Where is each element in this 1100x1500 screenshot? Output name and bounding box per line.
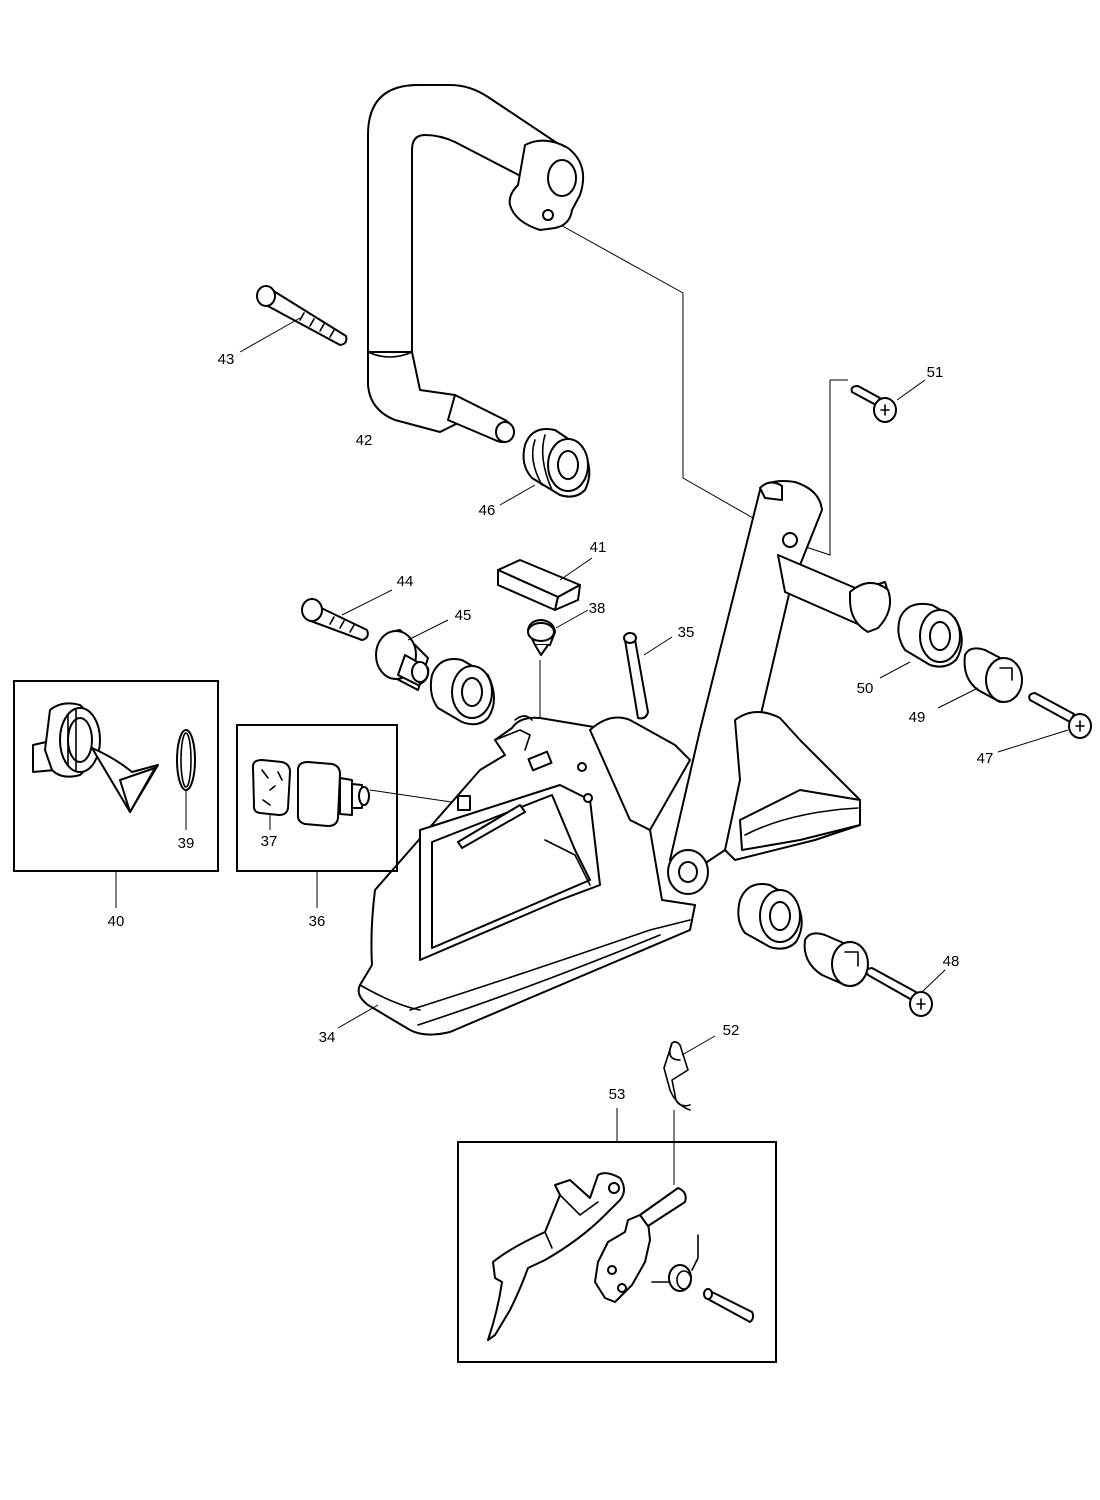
part-number-47: 47 [977, 750, 994, 767]
part-number-49: 49 [909, 709, 926, 726]
part-number-35: 35 [678, 624, 695, 641]
part-number-labels: 34 35 36 37 38 39 40 41 42 43 44 45 46 4… [108, 351, 994, 1103]
damper-46 [499, 428, 591, 506]
part-number-53: 53 [609, 1086, 626, 1103]
part-number-40: 40 [108, 913, 125, 930]
part-number-48: 48 [943, 953, 960, 970]
throttle-trigger [487, 1172, 625, 1341]
tube-35 [623, 632, 673, 720]
part-number-50: 50 [857, 680, 874, 697]
callout-box-36 [236, 724, 398, 908]
part-number-42: 42 [356, 432, 373, 449]
part-number-36: 36 [309, 913, 326, 930]
tank-housing-34 [337, 711, 861, 1036]
sleeve-45 [375, 619, 449, 691]
spring-clip-52 [663, 1035, 716, 1111]
screw-51 [850, 379, 926, 423]
screw-48 [865, 967, 946, 1017]
part-number-52: 52 [723, 1022, 740, 1039]
callout-box-53 [457, 1108, 777, 1363]
washer-49 [937, 647, 1023, 709]
part-number-34: 34 [319, 1029, 336, 1046]
pin [703, 1288, 755, 1323]
bolt-44 [301, 589, 393, 641]
part-number-41: 41 [590, 539, 607, 556]
part-number-38: 38 [589, 600, 606, 617]
bolt-43 [239, 285, 348, 353]
part-number-43: 43 [218, 351, 235, 368]
part-number-39: 39 [178, 835, 195, 852]
damper-left [429, 658, 495, 726]
o-ring-39 [176, 729, 196, 830]
part-number-46: 46 [479, 502, 496, 519]
washer-lower [803, 932, 869, 987]
front-handle-42 [367, 84, 584, 444]
screw-47 [997, 692, 1092, 753]
grommet-38 [527, 609, 589, 656]
damper-lower [737, 883, 803, 950]
part-number-44: 44 [397, 573, 414, 590]
filter-37 [251, 759, 291, 830]
part-number-45: 45 [455, 607, 472, 624]
assembly-lines [369, 217, 848, 1185]
damper-50 [879, 602, 963, 679]
oil-cap [32, 702, 159, 813]
part-number-51: 51 [927, 364, 944, 381]
oil-filter-body [296, 761, 370, 827]
callout-box-40 [13, 680, 219, 908]
foam-pad-41 [497, 557, 593, 611]
part-number-37: 37 [261, 833, 278, 850]
throttle-lock [594, 1187, 687, 1303]
torsion-spring [651, 1234, 699, 1292]
